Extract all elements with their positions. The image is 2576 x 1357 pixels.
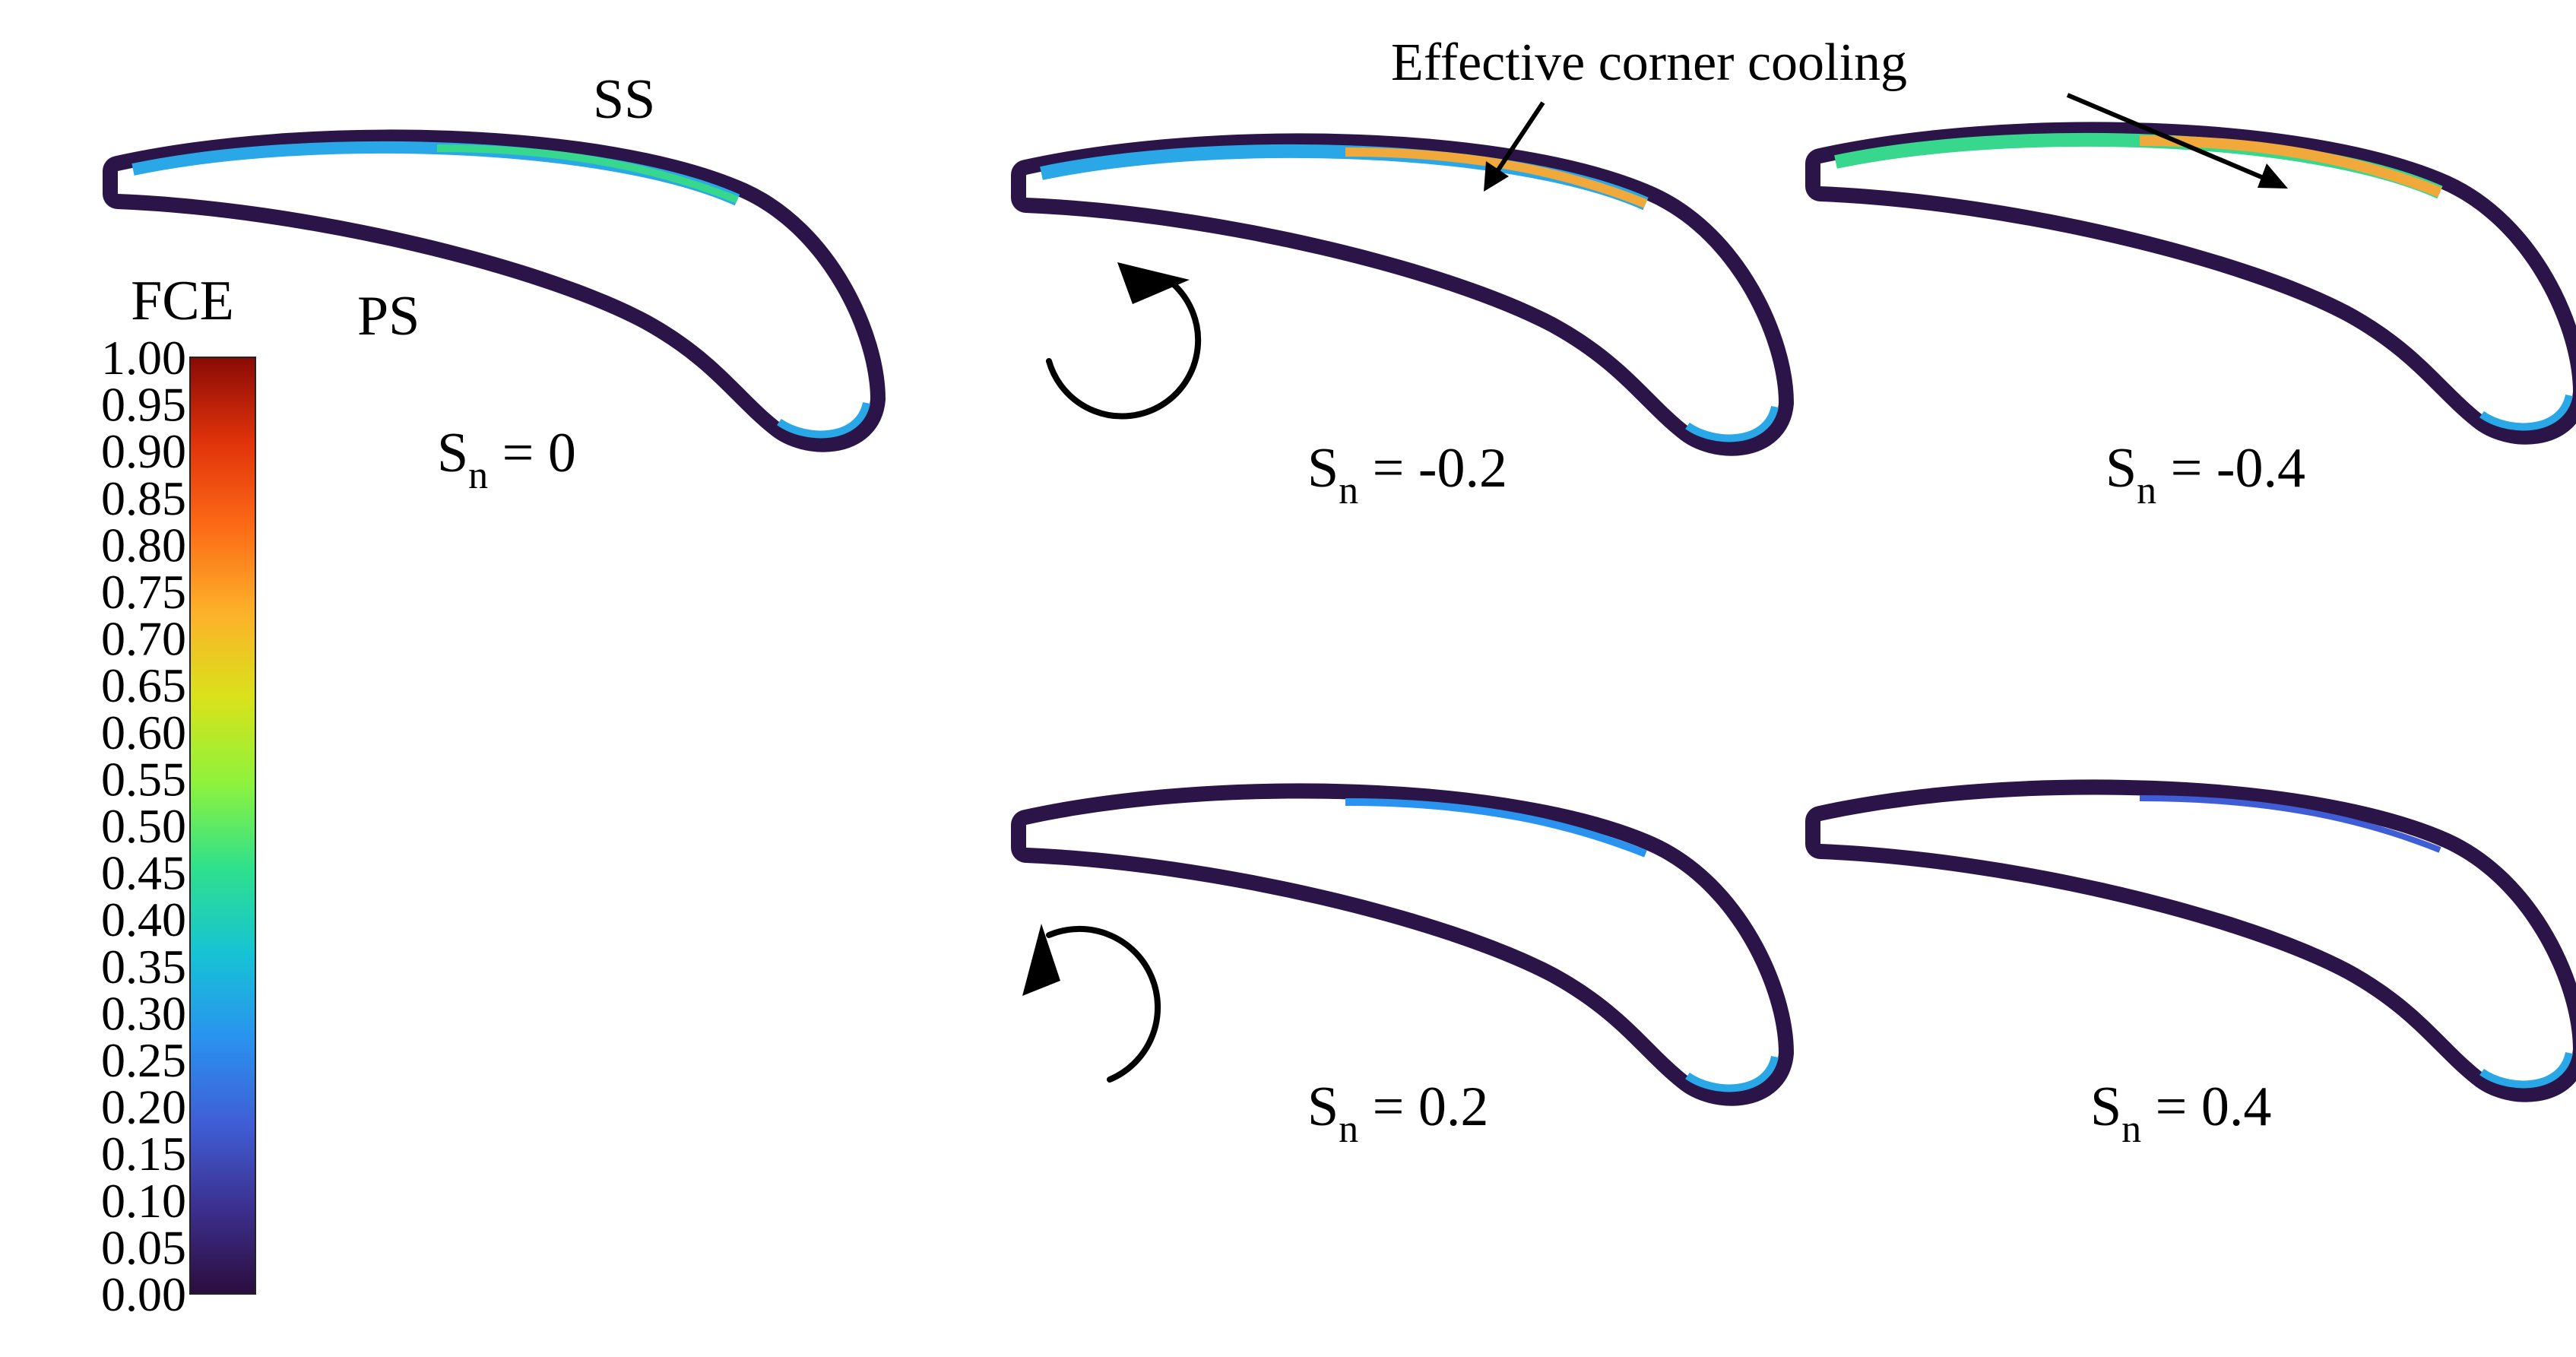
colorbar-tick-label: 0.10 [101,1174,186,1228]
blade-panel-sn-0-4 [1820,794,2573,1086]
colorbar-tick-label: 0.90 [101,424,186,478]
colorbar-ticks: 1.000.950.900.850.800.750.700.650.600.55… [101,331,186,1321]
colorbar-tick-label: 0.75 [101,565,186,619]
blade-panel-sn-neg-0-4 [1820,137,2573,429]
colorbar-tick-label: 0.80 [101,518,186,572]
suction-side-label: SS [593,68,655,131]
colorbar: FCE 1.000.950.900.850.800.750.700.650.60… [101,270,256,1321]
colorbar-tick-label: 0.05 [101,1220,186,1274]
colorbar-tick-label: 0.40 [101,893,186,946]
colorbar-tick-label: 0.15 [101,1127,186,1181]
colorbar-tick-label: 0.30 [101,986,186,1040]
colorbar-tick-label: 0.85 [101,471,186,525]
annotation-effective-corner-cooling: Effective corner cooling [1391,33,1907,92]
caption-sn-0: Sn = 0 [437,422,576,497]
caption-sn-0-4: Sn = 0.4 [2090,1076,2271,1151]
colorbar-tick-label: 0.25 [101,1033,186,1087]
caption-sn-neg-0-4: Sn = -0.4 [2105,437,2305,512]
colorbar-title: FCE [131,270,234,332]
rotation-arrow-clockwise-icon [1022,924,1161,1083]
colorbar-tick-label: 0.95 [101,378,186,432]
blade-panel-sn-0-2 [1026,798,1779,1090]
colorbar-tick-label: 0.65 [101,658,186,712]
colorbar-tick-label: 0.00 [101,1267,186,1321]
pressure-side-label: PS [357,285,420,347]
annotation-arrows [1484,93,2288,192]
caption-sn-0-2: Sn = 0.2 [1307,1076,1488,1151]
colorbar-tick-label: 1.00 [101,331,186,385]
colorbar-tick-label: 0.70 [101,612,186,666]
colorbar-tick-label: 0.50 [101,799,186,853]
colorbar-tick-label: 0.35 [101,940,186,994]
colorbar-tick-label: 0.45 [101,846,186,900]
colorbar-tick-label: 0.20 [101,1080,186,1134]
caption-sn-neg-0-2: Sn = -0.2 [1307,437,1507,512]
colorbar-tick-label: 0.55 [101,752,186,806]
colorbar-bar [189,357,256,1295]
rotation-arrow-counterclockwise-icon [1046,262,1202,420]
colorbar-tick-label: 0.60 [101,705,186,759]
